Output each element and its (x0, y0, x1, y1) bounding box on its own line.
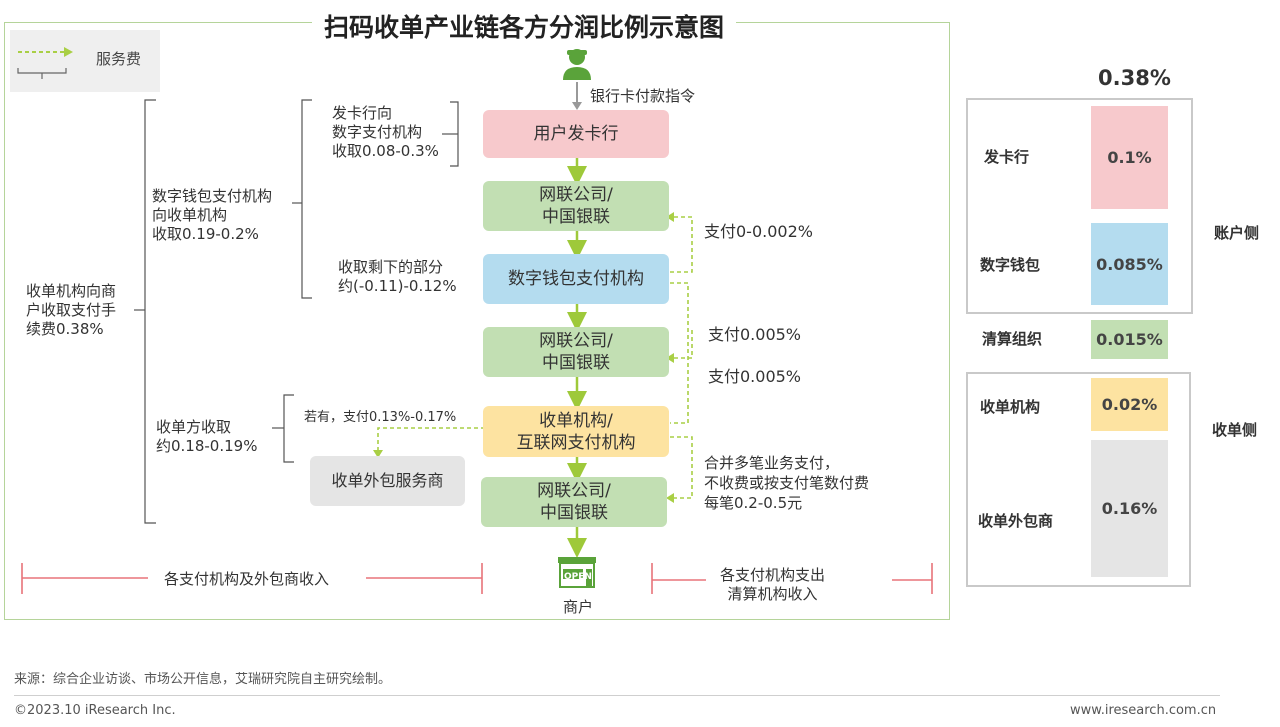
account-side-panel (966, 98, 1193, 314)
legend: 服务费 (10, 30, 160, 92)
footer-divider (14, 695, 1220, 696)
acquirer-side-label: 收单方收取 约0.18-0.19% (156, 418, 258, 455)
legend-symbols (17, 47, 73, 79)
node-clearing-3: 网联公司/ 中国银联 (481, 477, 667, 527)
payment-1-label: 支付0-0.002% (704, 222, 813, 241)
merchant-label: 商户 (563, 598, 594, 616)
account-side-label: 账户侧 (1214, 224, 1260, 242)
node-clearing-1: 网联公司/ 中国银联 (483, 181, 669, 231)
row-acquirer-label: 收单机构 (980, 398, 1041, 416)
row-clearing-label: 清算组织 (982, 330, 1043, 348)
row-outsource-label: 收单外包商 (978, 512, 1054, 530)
row-acquirer-value: 0.02% (1091, 378, 1168, 431)
node-acquirer: 收单机构/ 互联网支付机构 (483, 406, 669, 457)
legend-arrow-head (64, 47, 73, 57)
issuer-bracket-label: 发卡行向 数字支付机构 收取0.08-0.3% (332, 104, 439, 160)
payment-4-label: 合并多笔业务支付， 不收费或按支付笔数付费 每笔0.2-0.5元 (704, 454, 870, 512)
node-digital-wallet: 数字钱包支付机构 (483, 254, 669, 304)
source-note: 来源：综合企业访谈、市场公开信息，艾瑞研究院自主研究绘制。 (14, 672, 392, 687)
row-issuer-value: 0.1% (1091, 106, 1168, 209)
user-icon (563, 49, 591, 80)
row-clearing-value: 0.015% (1091, 320, 1168, 359)
legend-label: 服务费 (96, 50, 142, 68)
acquirer-side-panel (966, 372, 1191, 587)
merchant-shop-icon (558, 557, 596, 588)
wallet-bracket-label: 数字钱包支付机构 向收单机构 收取0.19-0.2% (152, 187, 273, 243)
node-issuer-bank: 用户发卡行 (483, 110, 669, 158)
copyright: ©2023.10 iResearch Inc. (14, 703, 176, 718)
row-issuer-label: 发卡行 (984, 148, 1030, 166)
bracket-outer (144, 99, 156, 524)
left-range-label: 各支付机构及外包商收入 (164, 570, 330, 588)
outsource-payment-note: 若有，支付0.13%-0.17% (304, 410, 457, 425)
site-url: www.iresearch.com.cn (1070, 703, 1217, 718)
remaining-label: 收取剩下的部分 约(-0.11)-0.12% (338, 258, 457, 295)
payment-arrow-heads (373, 212, 674, 503)
total-rate: 0.38% (1098, 66, 1171, 90)
bracket-acquirer (283, 394, 294, 463)
bottom-range-lines (21, 563, 933, 594)
right-range-label: 各支付机构支出 清算机构收入 (720, 566, 826, 603)
payment-2-label: 支付0.005% (708, 325, 802, 344)
node-outsource-provider: 收单外包服务商 (310, 456, 465, 506)
payment-3-label: 支付0.005% (708, 367, 802, 386)
payment-dash-lines (377, 216, 693, 499)
diagram-title: 扫码收单产业链各方分润比例示意图 (312, 8, 737, 44)
shop-sign-text: OPEN (564, 572, 592, 582)
row-wallet-label: 数字钱包 (980, 256, 1041, 274)
node-clearing-2: 网联公司/ 中国银联 (483, 327, 669, 377)
row-wallet-value: 0.085% (1091, 223, 1168, 305)
outer-bracket-label: 收单机构向商 户收取支付手 续费0.38% (26, 282, 117, 338)
instruction-label: 银行卡付款指令 (590, 87, 696, 105)
row-outsource-value: 0.16% (1091, 440, 1168, 577)
bracket-wallet (301, 99, 312, 299)
acquirer-side-label: 收单侧 (1212, 421, 1258, 439)
